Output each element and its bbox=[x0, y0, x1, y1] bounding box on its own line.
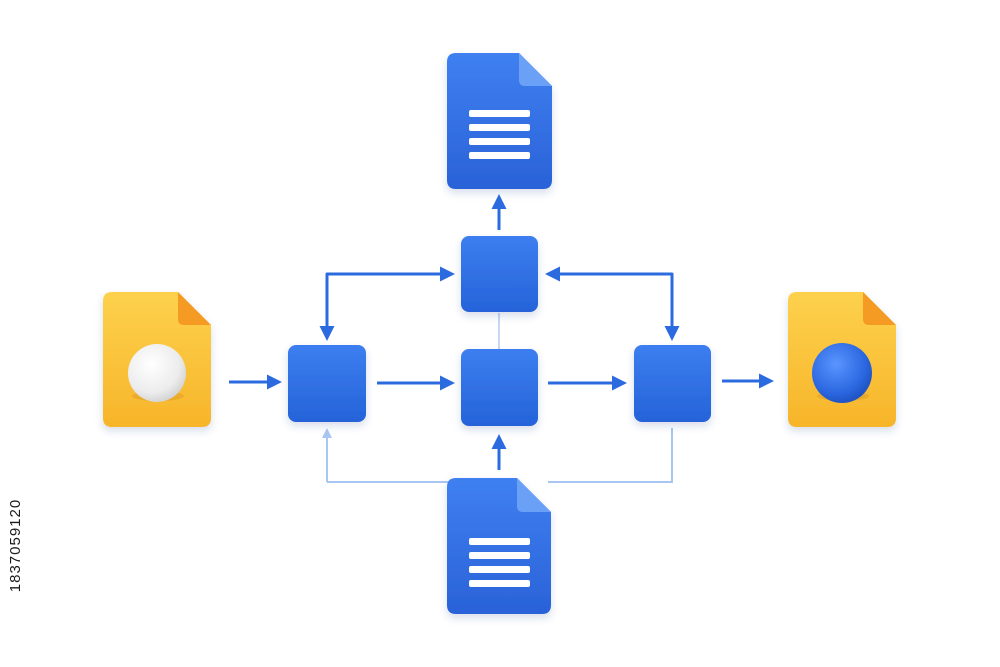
top-document-icon bbox=[447, 53, 552, 189]
process-node-top bbox=[461, 236, 538, 312]
arrow-top-right-loop bbox=[548, 274, 672, 338]
stock-image-id: 1837059120 bbox=[6, 425, 26, 665]
faint-line-bottom-right bbox=[548, 428, 672, 482]
blue-sphere-icon bbox=[812, 343, 872, 403]
process-node-right bbox=[634, 345, 711, 422]
white-sphere-icon bbox=[128, 344, 186, 402]
input-file-icon bbox=[103, 292, 211, 427]
bottom-document-icon bbox=[447, 478, 551, 614]
process-node-left bbox=[288, 345, 366, 422]
arrow-top-left-loop bbox=[327, 274, 452, 338]
output-file-icon bbox=[788, 292, 896, 427]
process-node-center bbox=[461, 349, 538, 426]
stock-image-id-text: 1837059120 bbox=[8, 498, 25, 591]
